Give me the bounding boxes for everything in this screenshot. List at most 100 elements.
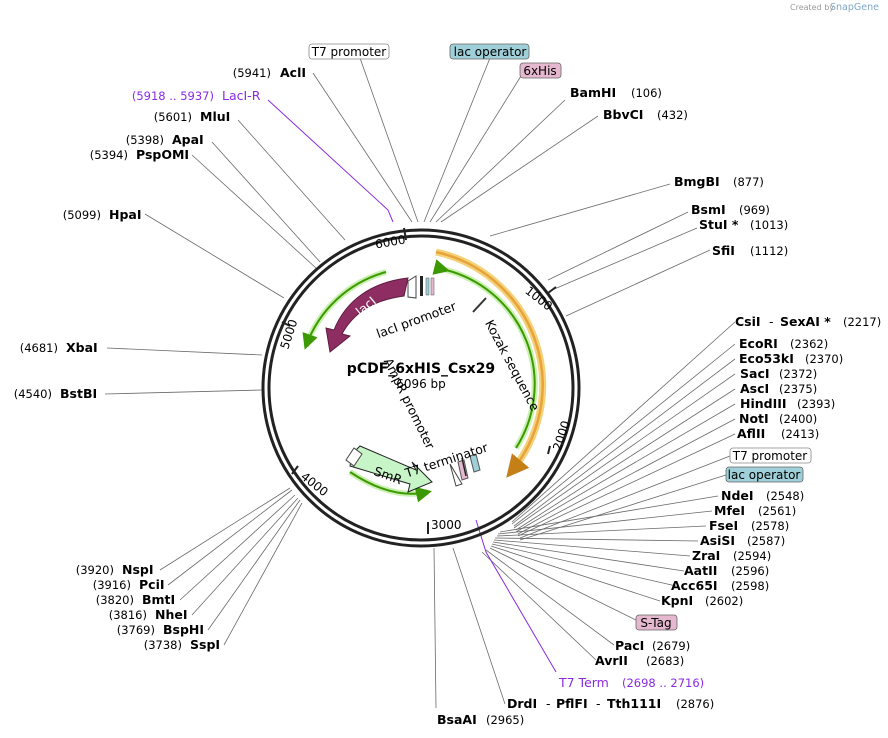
site-nspI[interactable]: (3920) NspI [76, 562, 154, 577]
site-mfeI[interactable]: MfeI (2561) [714, 503, 796, 518]
site-sacI[interactable]: SacI (2372) [740, 366, 817, 381]
site-bbvcI[interactable]: BbvCI (432) [603, 107, 688, 122]
svg-text:-: - [596, 696, 601, 711]
site-hpaI[interactable]: (5099) HpaI [63, 207, 142, 222]
site-xbaI[interactable]: (4681) XbaI [20, 340, 98, 355]
site-ndeI[interactable]: NdeI (2548) [721, 488, 804, 503]
site-bmgbI[interactable]: BmgBI (877) [674, 174, 764, 189]
svg-text:(2965): (2965) [486, 713, 524, 727]
site-nheI[interactable]: (3816) NheI [109, 607, 188, 622]
kozak-green-arc-halo [445, 267, 538, 450]
6xhis-marker [430, 277, 435, 296]
svg-text:(5601): (5601) [154, 110, 192, 124]
site-bsaaI[interactable]: BsaAI (2965) [437, 712, 524, 727]
svg-text:HindIII: HindIII [740, 396, 787, 411]
svg-text:StuI *: StuI * [699, 217, 739, 232]
site-bsmI[interactable]: BsmI (969) [691, 202, 770, 217]
feature-box-6xhis[interactable]: 6xHis [519, 62, 562, 79]
site-bmtI[interactable]: (3820) BmtI [96, 592, 175, 607]
svg-text:(2679): (2679) [652, 639, 690, 653]
svg-text:EcoRI: EcoRI [739, 336, 778, 351]
feature-box-lac-operator-right[interactable]: lac operator [725, 466, 804, 483]
svg-text:(2602): (2602) [705, 594, 743, 608]
site-hindiii[interactable]: HindIII (2393) [740, 396, 835, 411]
ampr-promoter-marker [345, 447, 363, 467]
svg-text:Tth111I: Tth111I [607, 696, 661, 711]
credit-text: Created by [790, 3, 834, 12]
svg-text:BmtI: BmtI [142, 592, 175, 607]
svg-text:(2413): (2413) [781, 427, 819, 441]
svg-text:(5918 .. 5937): (5918 .. 5937) [132, 89, 214, 103]
primer-t7-term[interactable]: T7 Term (2698 .. 2716) [558, 675, 704, 690]
site-asisI[interactable]: AsiSI (2587) [700, 533, 785, 548]
svg-text:lac operator: lac operator [728, 468, 801, 482]
tick-5000: 5000 [278, 318, 301, 351]
feature-box-lac-operator-top[interactable]: lac operator [449, 43, 530, 60]
svg-text:6xHis: 6xHis [523, 64, 556, 78]
smr-feature-arrow[interactable] [349, 445, 433, 493]
svg-text:(106): (106) [631, 86, 662, 100]
tick-2000: 2000 [550, 419, 573, 452]
feature-box-t7-promoter-top[interactable]: T7 promoter [308, 43, 390, 60]
laci-feature-arrow[interactable] [325, 277, 409, 353]
site-pciI[interactable]: (3916) PciI [93, 577, 165, 592]
site-eco53kI[interactable]: Eco53kI (2370) [739, 351, 843, 366]
site-fseI[interactable]: FseI (2578) [709, 518, 789, 533]
svg-text:SexAI *: SexAI * [780, 314, 831, 329]
svg-text:(3738): (3738) [144, 638, 182, 652]
backbone-inner [267, 234, 575, 542]
orf-arc [435, 250, 544, 478]
svg-text:HpaI: HpaI [109, 207, 142, 222]
site-mluI[interactable]: (5601) MluI [154, 109, 231, 124]
site-aatii[interactable]: AatII (2596) [684, 563, 769, 578]
svg-text:NotI: NotI [739, 411, 769, 426]
svg-text:T7 Term: T7 Term [558, 675, 609, 690]
site-apaI[interactable]: (5398) ApaI [126, 132, 204, 147]
site-pspomI[interactable]: (5394) PspOMI [90, 147, 189, 162]
feature-box-t7-promoter-right[interactable]: T7 promoter [729, 447, 812, 464]
site-avrii[interactable]: AvrII (2683) [595, 653, 684, 668]
site-ascI[interactable]: AscI (2375) [740, 381, 817, 396]
svg-text:NspI: NspI [122, 562, 154, 577]
svg-text:MfeI: MfeI [714, 503, 745, 518]
svg-text:BbvCI: BbvCI [603, 107, 643, 122]
svg-text:AatII: AatII [684, 563, 717, 578]
feature-box-s-tag[interactable]: S-Tag [635, 614, 678, 631]
site-bsphI[interactable]: (3769) BspHI [117, 622, 204, 637]
site-aflii[interactable]: AflII (2413) [737, 426, 819, 441]
svg-text:(2372): (2372) [779, 367, 817, 381]
svg-text:(2596): (2596) [731, 564, 769, 578]
svg-text:(2683): (2683) [646, 654, 684, 668]
svg-text:(5099): (5099) [63, 208, 101, 222]
site-ecorI[interactable]: EcoRI (2362) [739, 336, 828, 351]
primer-laci-r[interactable]: (5918 .. 5937) LacI-R [132, 88, 261, 103]
t7-promoter-marker [420, 276, 423, 296]
laci-promoter-marker [407, 275, 417, 299]
svg-text:AflII: AflII [737, 426, 765, 441]
site-zraI[interactable]: ZraI (2594) [692, 548, 771, 563]
t7-terminator-marker [449, 463, 463, 487]
svg-text:(2561): (2561) [758, 504, 796, 518]
site-sspI[interactable]: (3738) SspI [144, 637, 220, 652]
t7-term-primer-leader [475, 519, 557, 673]
svg-text:CsiI: CsiI [735, 314, 761, 329]
svg-text:(3920): (3920) [76, 563, 114, 577]
svg-text:-: - [546, 696, 551, 711]
site-bstbI[interactable]: (4540) BstBI [14, 386, 97, 401]
kozak-green-arc [432, 259, 536, 449]
site-pacI[interactable]: PacI (2679) [615, 638, 690, 653]
site-csiI-sexaI[interactable]: CsiI - SexAI * (2217) [735, 314, 881, 329]
site-sfiI[interactable]: SfiI (1112) [712, 243, 788, 258]
plasmid-length: 6096 bp [396, 377, 446, 391]
svg-text:BamHI: BamHI [570, 85, 616, 100]
kozak-marker [472, 297, 487, 313]
tick-3000: 3000 [431, 518, 462, 532]
site-notI[interactable]: NotI (2400) [739, 411, 817, 426]
site-acc65I[interactable]: Acc65I (2598) [671, 578, 769, 593]
site-stuI[interactable]: StuI * (1013) [699, 217, 788, 232]
site-bamhI[interactable]: BamHI (106) [570, 85, 662, 100]
site-kpnI[interactable]: KpnI (2602) [661, 593, 743, 608]
site-drdI-pflfI-tth111I[interactable]: DrdI - PflFI - Tth111I (2876) [507, 696, 714, 711]
site-aclI[interactable]: (5941) AclI [233, 65, 306, 80]
